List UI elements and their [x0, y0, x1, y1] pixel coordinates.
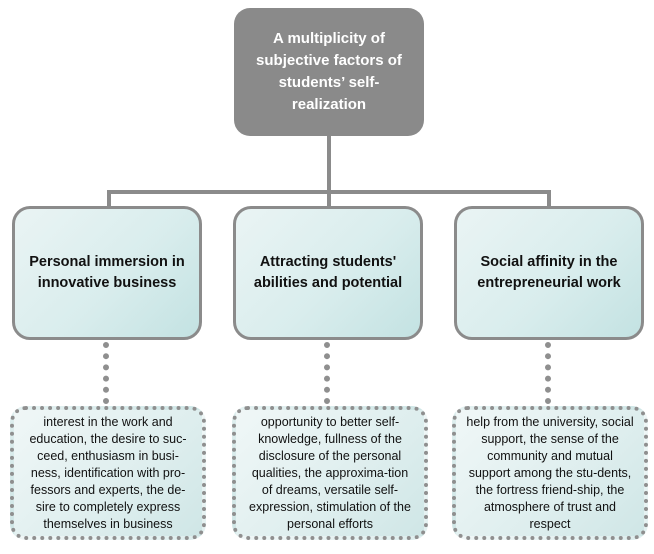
category-title: Personal immersion in innovative busines…: [29, 254, 185, 291]
category-box-social: Social affinity in the entrepreneurial w…: [454, 206, 644, 340]
detail-text: help from the university, social support…: [466, 414, 634, 531]
dotted-link-left: [103, 342, 109, 404]
dotted-link-right: [545, 342, 551, 404]
category-title: Social affinity in the entrepreneurial w…: [477, 254, 621, 291]
detail-text: interest in the work and education, the …: [29, 414, 187, 531]
category-title: Attracting students' abilities and poten…: [253, 254, 403, 291]
root-node-label: A multiplicity of subjective factors of …: [256, 30, 402, 113]
root-node: A multiplicity of subjective factors of …: [234, 8, 424, 136]
category-box-abilities: Attracting students' abilities and poten…: [233, 206, 423, 340]
category-box-immersion: Personal immersion in innovative busines…: [12, 206, 202, 340]
detail-box-social: help from the university, social support…: [452, 406, 648, 540]
dotted-link-center: [324, 342, 330, 404]
detail-box-abilities: opportunity to better self-knowledge, fu…: [232, 406, 428, 540]
detail-box-immersion: interest in the work and education, the …: [10, 406, 206, 540]
detail-text: opportunity to better self-knowledge, fu…: [249, 414, 411, 531]
